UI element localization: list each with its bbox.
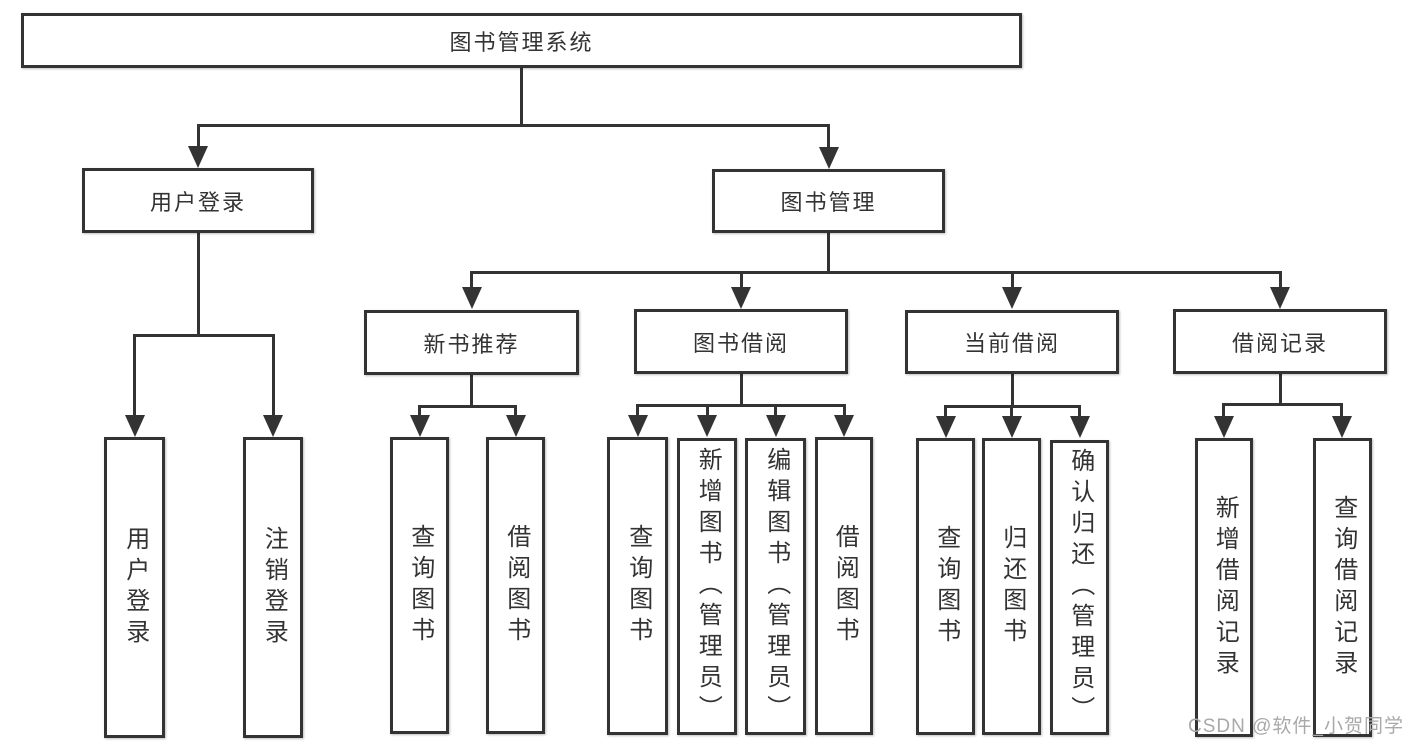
leaf-box-nbr-borrow-book: 借阅图书 xyxy=(486,437,545,734)
connector-bookmgmt-vline xyxy=(827,233,830,274)
leaf-label-nbr-query-book: 查询图书 xyxy=(406,523,434,648)
arrowhead-bb-borrow xyxy=(834,415,854,437)
connector-stem-br-add xyxy=(1222,403,1225,418)
root-label: 图书管理系统 xyxy=(449,29,594,55)
leaf-box-bb-query-book: 查询图书 xyxy=(607,437,668,735)
leaf-box-bb-add-book: 新增图书（管理员） xyxy=(677,438,737,735)
leaf-box-user-login: 用户登录 xyxy=(104,437,165,738)
leaf-box-logout: 注销登录 xyxy=(243,437,303,738)
connector-stem-leaf-logout xyxy=(272,334,275,417)
connector-stem-bb-borrow xyxy=(843,404,846,417)
arrowhead-newbookrec xyxy=(462,287,482,309)
arrowhead-br-query xyxy=(1332,416,1352,438)
node-label-new-book-rec: 新书推荐 xyxy=(423,331,520,357)
leaf-label-cb-return-book: 归还图书 xyxy=(998,524,1026,649)
node-label-borrow-records: 借阅记录 xyxy=(1231,330,1328,356)
node-box-book-borrow: 图书借阅 xyxy=(634,309,848,374)
arrowhead-bb-edit xyxy=(766,415,786,437)
leaf-label-bb-add-book: 新增图书（管理员） xyxy=(694,447,722,726)
connector-stem-borrowrecords xyxy=(1279,271,1282,289)
node-box-borrow-records: 借阅记录 xyxy=(1173,309,1387,374)
node-label-current-borrow: 当前借阅 xyxy=(963,331,1060,356)
connector-stem-cb-confirm xyxy=(1078,405,1081,418)
leaf-box-br-query-record: 查询借阅记录 xyxy=(1313,438,1372,737)
csdn-watermark: CSDN @软件_小贺同学 xyxy=(1188,716,1404,737)
arrowhead-br-add xyxy=(1214,416,1234,438)
leaf-label-br-add-record: 新增借阅记录 xyxy=(1211,494,1239,681)
leaf-label-nbr-borrow-book: 借阅图书 xyxy=(502,523,530,648)
leaf-label-br-query-record: 查询借阅记录 xyxy=(1329,494,1357,681)
connector-newbookrec-hbar xyxy=(418,405,517,408)
leaf-box-bb-borrow-book: 借阅图书 xyxy=(815,437,873,735)
connector-stem-bookborrow xyxy=(740,271,743,289)
leaf-box-cb-confirm-return: 确认归还（管理员） xyxy=(1050,440,1109,735)
arrowhead-cb-query xyxy=(936,416,956,438)
connector-userlogin-hbar xyxy=(133,334,275,337)
connector-stem-currentborrow xyxy=(1011,271,1014,289)
node-box-current-borrow: 当前借阅 xyxy=(905,310,1119,374)
connector-bookborrow-hbar xyxy=(636,404,846,407)
connector-root-vline xyxy=(520,68,523,127)
arrowhead-borrowrecords xyxy=(1270,287,1290,309)
leaf-label-bb-query-book: 查询图书 xyxy=(624,524,652,648)
connector-stem-bb-add xyxy=(706,404,709,417)
connector-root-hbar xyxy=(197,124,830,127)
connector-currentborrow-vline xyxy=(1011,374,1014,408)
leaf-label-cb-query-book: 查询图书 xyxy=(932,524,960,649)
connector-stem-user-login xyxy=(197,124,200,148)
connector-borrowrecords-hbar xyxy=(1222,403,1343,406)
node-label-book-mgmt: 图书管理 xyxy=(780,190,877,215)
connector-bookmgmt-hbar xyxy=(470,271,1281,274)
connector-stem-nbr-query xyxy=(418,405,421,417)
leaf-label-user-login: 用户登录 xyxy=(121,525,149,650)
node-box-book-mgmt: 图书管理 xyxy=(712,169,945,233)
arrowhead-currentborrow xyxy=(1002,287,1022,309)
leaf-label-logout: 注销登录 xyxy=(260,525,288,650)
leaf-label-bb-borrow-book: 借阅图书 xyxy=(831,524,859,648)
node-label-book-borrow: 图书借阅 xyxy=(692,330,789,356)
leaf-box-cb-query-book: 查询图书 xyxy=(916,438,975,735)
leaf-box-br-add-record: 新增借阅记录 xyxy=(1195,438,1253,737)
arrowhead-bookborrow xyxy=(731,287,751,309)
connector-stem-nbr-borrow xyxy=(514,405,517,417)
connector-stem-bb-query xyxy=(636,404,639,417)
arrowhead-book-mgmt xyxy=(819,147,839,169)
leaf-box-cb-return-book: 归还图书 xyxy=(982,438,1041,735)
root-box: 图书管理系统 xyxy=(21,13,1022,68)
connector-stem-bb-edit xyxy=(774,404,777,417)
leaf-box-nbr-query-book: 查询图书 xyxy=(390,437,449,734)
arrowhead-leaf-login xyxy=(125,415,145,437)
arrowhead-bb-query xyxy=(628,415,648,437)
connector-userlogin-vline xyxy=(197,233,200,337)
connector-bookborrow-vline xyxy=(740,374,743,407)
connector-stem-cb-return xyxy=(1010,405,1013,418)
arrowhead-nbr-borrow xyxy=(506,415,526,437)
leaf-label-bb-edit-book: 编辑图书（管理员） xyxy=(762,447,790,726)
connector-stem-newbookrec xyxy=(470,271,473,289)
leaf-box-bb-edit-book: 编辑图书（管理员） xyxy=(745,438,806,735)
arrowhead-cb-return xyxy=(1002,416,1022,438)
arrowhead-user-login xyxy=(188,146,208,168)
connector-stem-br-query xyxy=(1340,403,1343,418)
connector-stem-cb-query xyxy=(944,405,947,418)
connector-stem-book-mgmt xyxy=(827,124,830,149)
connector-newbookrec-vline xyxy=(470,375,473,408)
node-box-new-book-rec: 新书推荐 xyxy=(364,310,579,375)
arrowhead-leaf-logout xyxy=(263,415,283,437)
connector-stem-leaf-login xyxy=(133,334,136,417)
arrowhead-nbr-query xyxy=(410,415,430,437)
node-box-user-login: 用户登录 xyxy=(82,168,314,233)
connector-borrowrecords-vline xyxy=(1279,374,1282,406)
leaf-label-cb-confirm-return: 确认归还（管理员） xyxy=(1066,448,1094,727)
node-label-user-login: 用户登录 xyxy=(149,189,246,215)
arrowhead-bb-add xyxy=(697,415,717,437)
arrowhead-cb-confirm xyxy=(1070,416,1090,438)
